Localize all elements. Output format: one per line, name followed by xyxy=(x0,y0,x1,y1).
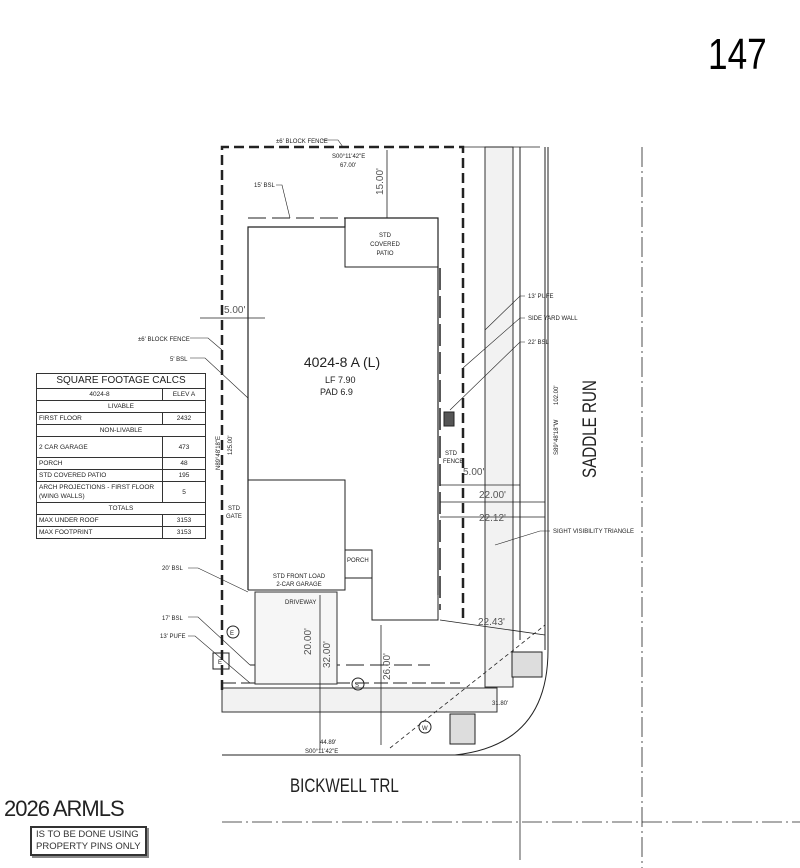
e-box xyxy=(212,652,230,670)
driveway xyxy=(254,591,338,685)
s-circle-text: S xyxy=(355,683,359,689)
std-fence-label: FENCE xyxy=(443,459,463,465)
w-marker xyxy=(418,720,432,734)
table-plan: 4024-8 xyxy=(36,388,163,401)
grading-note: IS TO BE DONE USING PROPERTY PINS ONLY xyxy=(30,826,147,856)
dim-side-left: 5.00' xyxy=(224,305,245,316)
table-row-label: MAX FOOTPRINT xyxy=(36,526,163,539)
bsl-street-side: 22' BSL xyxy=(528,340,549,346)
side-yard-wall: SIDE YARD WALL xyxy=(528,316,578,322)
dim-5: 5.00' xyxy=(463,467,484,478)
bearing-top: S00°11'42"E xyxy=(332,154,365,160)
bsl-side: 5' BSL xyxy=(170,357,188,363)
table-row-value: 5 xyxy=(162,481,206,503)
sheet-number: 147 xyxy=(708,30,767,79)
patio-label: PATIO xyxy=(376,251,393,257)
e-circle-text: E xyxy=(230,631,234,637)
note-line: PROPERTY PINS ONLY xyxy=(36,841,141,852)
arc-length: 31.80' xyxy=(492,701,508,707)
e-marker xyxy=(226,625,240,639)
std-gate-label: STD xyxy=(228,506,241,512)
porch-label: PORCH xyxy=(347,558,369,564)
table-section: LIVABLE xyxy=(36,400,206,413)
table-row-label: 2 CAR GARAGE xyxy=(36,436,163,458)
table-row-value: 2432 xyxy=(162,412,206,425)
bsl-17: 17' BSL xyxy=(162,616,183,622)
street-saddle-run: SADDLE RUN xyxy=(578,380,600,478)
s-marker xyxy=(351,677,365,691)
dim-rear: 15.00' xyxy=(375,168,386,195)
table-row-label: STD COVERED PATIO xyxy=(36,469,163,482)
plan-label: 4024-8 A (L) xyxy=(304,354,380,370)
dim-20: 20.00' xyxy=(303,628,314,655)
dist-right: 102.00' xyxy=(554,386,560,406)
bearing-right: S89°48'18"W xyxy=(554,419,560,455)
sidewalk-right xyxy=(484,146,514,688)
dim-22: 22.00' xyxy=(479,490,506,501)
table-row-value: 3153 xyxy=(162,514,206,527)
pufe-front: 13' PUFE xyxy=(160,634,186,640)
garage xyxy=(248,479,346,591)
note-line: IS TO BE DONE USING xyxy=(36,829,139,840)
dim-26: 26.00' xyxy=(382,653,393,680)
watermark: 2026 ARMLS xyxy=(4,796,125,821)
std-gate-label: GATE xyxy=(226,514,242,520)
table-row-value: 195 xyxy=(162,469,206,482)
dim-2243: 22.43' xyxy=(478,617,505,628)
lot-boundary xyxy=(220,145,465,690)
sidewalk-bottom xyxy=(221,687,498,713)
pad-label: PAD 6.9 xyxy=(320,387,353,397)
std-fence-label: STD xyxy=(445,451,458,457)
bsl-rear: 15' BSL xyxy=(254,183,275,189)
dist-bottom: 44.89' xyxy=(320,740,336,746)
garage-label: STD FRONT LOAD xyxy=(273,574,326,580)
block-fence-left: ±6' BLOCK FENCE xyxy=(138,337,190,343)
curb-return-arc xyxy=(454,649,549,756)
table-title: SQUARE FOOTAGE CALCS xyxy=(36,373,206,389)
table-row-value: 473 xyxy=(162,436,206,458)
covered-patio xyxy=(344,217,439,268)
pufe-right: 13' PUFE xyxy=(528,294,554,300)
table-elev: ELEV A xyxy=(162,388,206,401)
patio-label: STD xyxy=(379,233,392,239)
e-box-text: E xyxy=(218,660,222,666)
bearing-left: N89°48'18"E xyxy=(216,436,222,470)
house-outline xyxy=(247,217,439,595)
bearing-bottom: S00°11'42"E xyxy=(305,749,338,755)
bsl-front: 20' BSL xyxy=(162,566,183,572)
table-row-label: PORCH xyxy=(36,457,163,470)
table-row-value: 3153 xyxy=(162,526,206,539)
table-row-label: FIRST FLOOR xyxy=(36,412,163,425)
lf-label: LF 7.90 xyxy=(325,375,356,385)
w-circle-text: W xyxy=(422,726,428,732)
dim-32: 32.00' xyxy=(322,641,333,668)
table-row-label: ARCH PROJECTIONS - FIRST FLOOR (WING WAL… xyxy=(36,481,163,503)
porch xyxy=(344,549,373,579)
driveway-label: DRIVEWAY xyxy=(285,600,316,606)
sight-triangle-label: SIGHT VISIBILITY TRIANGLE xyxy=(553,529,634,535)
dim-2212: 22.12' xyxy=(479,513,506,524)
garage-label: 2-CAR GARAGE xyxy=(276,582,321,588)
dist-top: 67.00' xyxy=(340,163,356,169)
table-section: TOTALS xyxy=(36,502,206,515)
table-row-value: 48 xyxy=(162,457,206,470)
catch-basin-bottom xyxy=(449,713,476,745)
dist-left: 125.00' xyxy=(228,436,234,456)
sight-triangle xyxy=(389,624,546,749)
catch-basin-right xyxy=(511,651,543,678)
table-row-label: MAX UNDER ROOF xyxy=(36,514,163,527)
patio-label: COVERED xyxy=(370,242,400,248)
table-section: NON-LIVABLE xyxy=(36,424,206,437)
block-fence-top-label: ±6' BLOCK FENCE xyxy=(276,139,328,145)
street-bickwell-trl: BICKWELL TRL xyxy=(290,774,399,796)
